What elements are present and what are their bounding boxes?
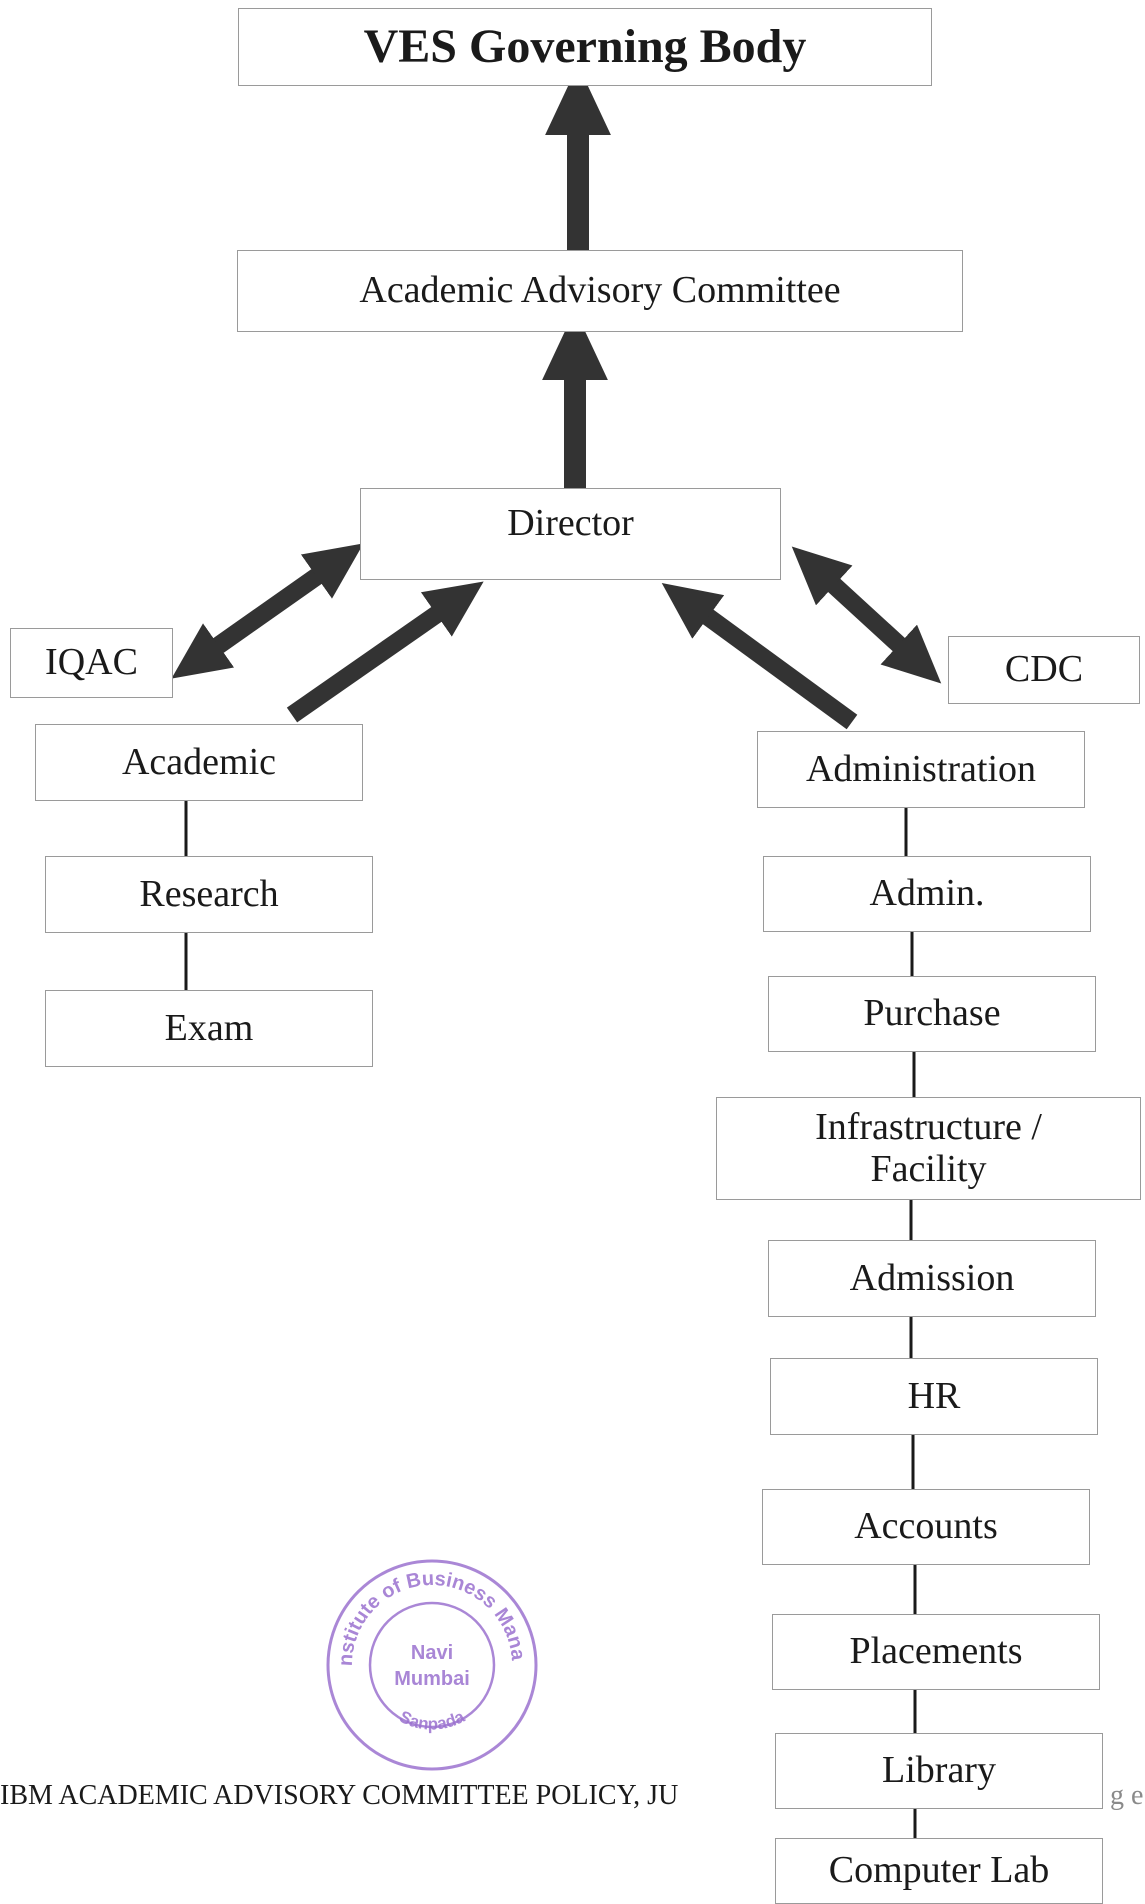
research-label: Research [139, 872, 279, 915]
computer-lab-label: Computer Lab [828, 1849, 1050, 1892]
box-exam: Exam [45, 990, 373, 1067]
arrow-administration-to-director [661, 583, 858, 730]
infrastructure-label-line1: Infrastructure / [815, 1105, 1042, 1148]
box-administration: Administration [757, 731, 1085, 808]
box-director: Director [360, 488, 781, 580]
placements-label: Placements [849, 1630, 1023, 1673]
accounts-label: Accounts [854, 1505, 998, 1548]
admin-label: Admin. [869, 872, 985, 915]
seal-center-line1: Navi [411, 1642, 453, 1664]
hr-label: HR [907, 1374, 961, 1417]
box-governing-body: VES Governing Body [238, 8, 932, 86]
exam-label: Exam [164, 1006, 254, 1049]
admission-label: Admission [849, 1256, 1015, 1299]
footer-policy-text: IBM ACADEMIC ADVISORY COMMITTEE POLICY, … [0, 1780, 679, 1811]
cdc-label: CDC [1004, 648, 1084, 691]
box-admin: Admin. [763, 856, 1091, 932]
administration-label: Administration [805, 747, 1037, 790]
purchase-label: Purchase [863, 992, 1001, 1035]
svg-text:Sanpada: Sanpada [396, 1707, 468, 1734]
box-admission: Admission [768, 1240, 1096, 1317]
advisory-committee-label: Academic Advisory Committee [359, 269, 841, 312]
box-accounts: Accounts [762, 1489, 1090, 1565]
infrastructure-label-line2: Facility [870, 1147, 987, 1190]
box-academic-advisory-committee: Academic Advisory Committee [237, 250, 963, 332]
arrow-director-cdc [791, 546, 942, 684]
academic-label: Academic [121, 740, 277, 783]
box-infrastructure-facility: Infrastructure / Facility [716, 1097, 1141, 1200]
arrow-director-iqac [171, 543, 364, 679]
governing-body-label: VES Governing Body [363, 19, 807, 73]
library-label: Library [882, 1749, 996, 1792]
box-hr: HR [770, 1358, 1098, 1435]
box-iqac: IQAC [10, 628, 173, 698]
box-library: Library [775, 1733, 1103, 1809]
box-cdc: CDC [948, 636, 1140, 704]
seal-bottom-text: Sanpada [396, 1707, 468, 1734]
seal-center-line2: Mumbai [394, 1668, 470, 1690]
iqac-label: IQAC [45, 641, 138, 684]
footer-tail-text: g e [1110, 1780, 1144, 1811]
box-purchase: Purchase [768, 976, 1096, 1052]
box-research: Research [45, 856, 373, 933]
box-placements: Placements [772, 1614, 1100, 1690]
arrow-academic-to-director [286, 581, 484, 723]
institute-seal-stamp: Indira Institute of Business Management … [322, 1555, 538, 1771]
director-label: Director [507, 502, 634, 544]
box-academic: Academic [35, 724, 363, 801]
box-computer-lab: Computer Lab [775, 1838, 1103, 1904]
